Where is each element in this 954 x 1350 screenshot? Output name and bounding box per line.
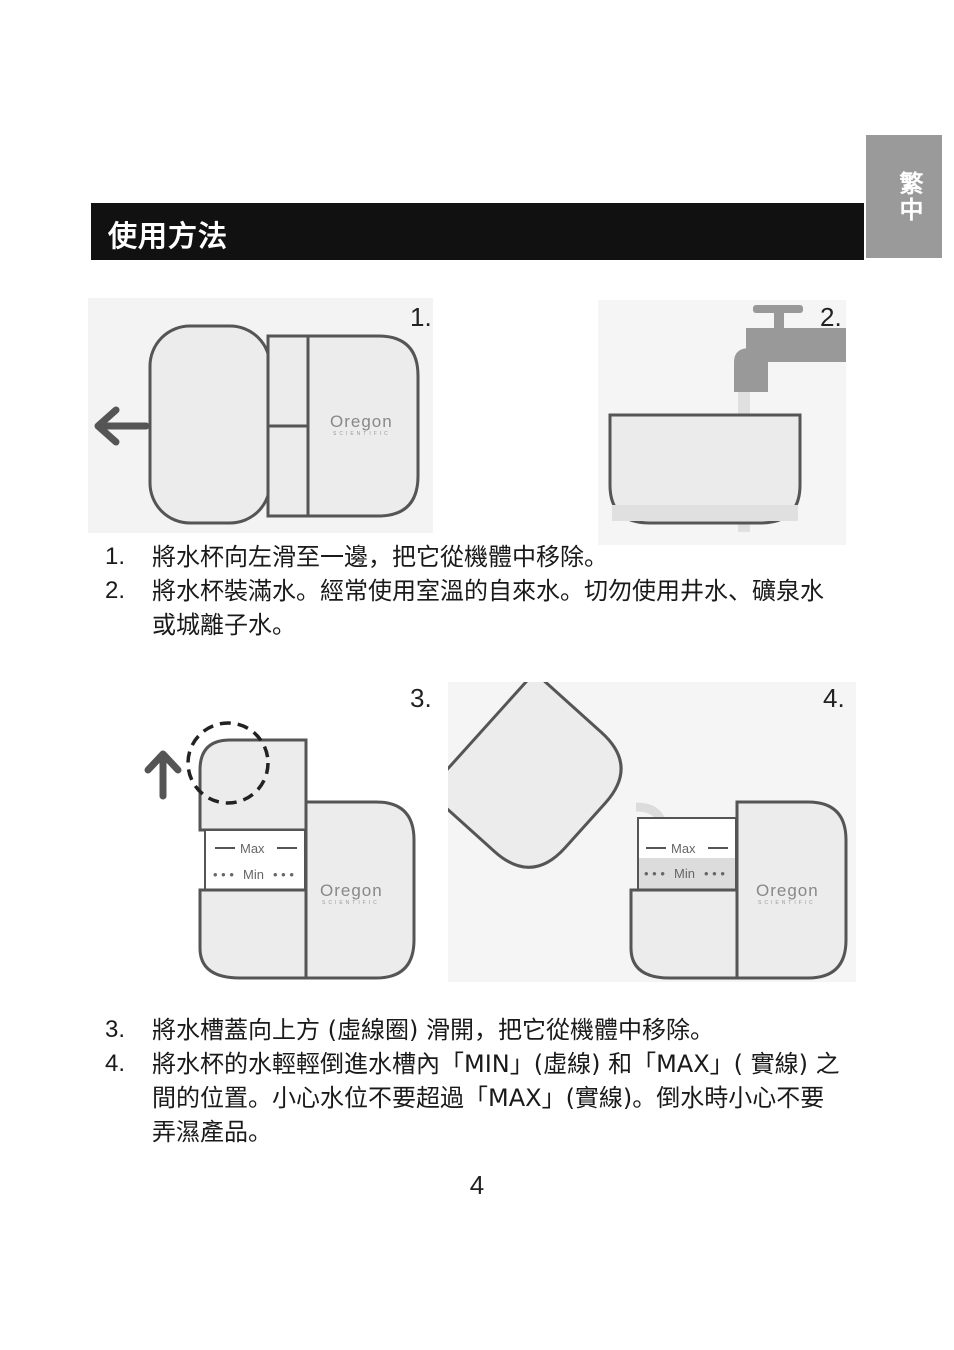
section-title-bar: 使用方法 (91, 203, 864, 260)
brand-logo-sub: SCIENTIFIC (322, 900, 380, 906)
figure-3-remove-tank-lid: Max • • • Min • • • Oregon SCIENTIFIC (144, 721, 416, 980)
list-item: 1. 將水杯向左滑至一邊，把它從機體中移除。 (105, 540, 842, 574)
figure-4-number: 4. (823, 683, 845, 713)
figure-4-pour-water: Max • • • Min • • • Oregon SCIENTIFIC (448, 682, 856, 982)
figure-2-number: 2. (820, 302, 842, 332)
svg-text:• • •: • • • (273, 867, 294, 882)
brand-logo: Oregon (330, 412, 393, 431)
step-number: 3. (105, 1016, 126, 1043)
step-number: 1. (105, 543, 126, 570)
min-label: Min (674, 866, 695, 881)
max-label: Max (240, 841, 265, 856)
faucet-icon (734, 305, 846, 392)
svg-text:• • •: • • • (213, 867, 234, 882)
figure-3-number: 3. (410, 683, 432, 713)
figure-2-fill-cup (598, 300, 846, 545)
figure-1-remove-cup: Oregon SCIENTIFIC (88, 298, 433, 533)
steps-list-1-2: 1. 將水杯向左滑至一邊，把它從機體中移除。 2. 將水杯裝滿水。經常使用室溫的自來… (105, 540, 842, 642)
arrow-up-icon (144, 750, 182, 800)
step-text: 將水杯裝滿水。經常使用室溫的自來水。切勿使用井水、礦泉水或城離子水。 (152, 577, 824, 639)
step-number: 4. (105, 1050, 126, 1077)
steps-list-3-4: 3. 將水槽蓋向上方 (虛線圈) 滑開，把它從機體中移除。 4. 將水杯的水輕輕倒進… (105, 1013, 842, 1149)
language-tab: 繁中 (866, 135, 942, 258)
brand-logo: Oregon (320, 881, 383, 900)
section-title: 使用方法 (108, 219, 229, 253)
language-tab-label: 繁中 (895, 171, 923, 223)
min-label: Min (243, 867, 264, 882)
svg-text:• • •: • • • (704, 866, 725, 881)
arrow-left-icon (94, 406, 150, 446)
brand-logo: Oregon (756, 881, 819, 900)
step-text: 將水杯的水輕輕倒進水槽內「MIN」(虛線) 和「MAX」( 實線) 之間的位置。… (152, 1050, 840, 1146)
dashed-circle-highlight (186, 721, 270, 805)
step-text: 將水杯向左滑至一邊，把它從機體中移除。 (152, 543, 608, 571)
page-number: 4 (469, 1170, 485, 1200)
list-item: 2. 將水杯裝滿水。經常使用室溫的自來水。切勿使用井水、礦泉水或城離子水。 (105, 574, 842, 642)
list-item: 4. 將水杯的水輕輕倒進水槽內「MIN」(虛線) 和「MAX」( 實線) 之間的位… (105, 1047, 842, 1149)
brand-logo-sub: SCIENTIFIC (333, 431, 391, 437)
step-text: 將水槽蓋向上方 (虛線圈) 滑開，把它從機體中移除。 (152, 1016, 714, 1044)
brand-logo-sub: SCIENTIFIC (758, 900, 816, 906)
figure-1-number: 1. (410, 302, 432, 332)
svg-text:• • •: • • • (644, 866, 665, 881)
step-number: 2. (105, 577, 126, 604)
max-label: Max (671, 841, 696, 856)
list-item: 3. 將水槽蓋向上方 (虛線圈) 滑開，把它從機體中移除。 (105, 1013, 842, 1047)
